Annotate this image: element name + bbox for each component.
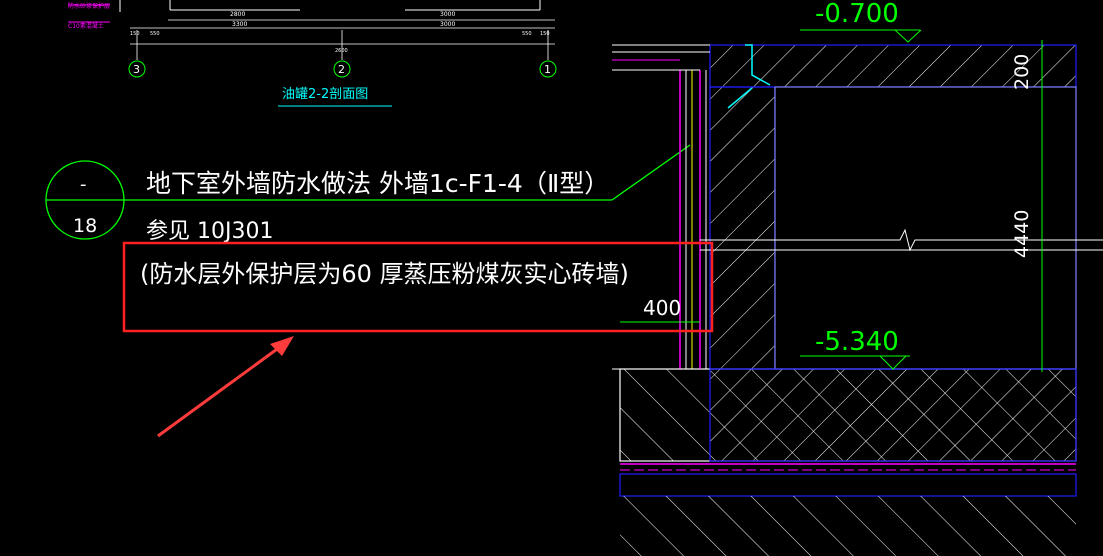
note-block: 地下室外墙防水做法 外墙1c-F1-4 （Ⅱ型） 参见 10J301 (防水层外… [140, 169, 629, 288]
legend-item-2: C10素混凝土 [68, 22, 104, 30]
legend-item-1: 防水砂浆保护层 [68, 2, 110, 10]
dim-total: 2600 [335, 48, 348, 54]
elev-top: -0.700 [815, 0, 899, 29]
axis-label-1: 1 [544, 63, 551, 76]
note-line-1-suffix: （Ⅱ型） [522, 169, 609, 198]
dim-mid-4: 3000 [440, 21, 455, 28]
dim-4440: 4440 [1011, 210, 1033, 258]
axis-label-3: 3 [133, 63, 140, 76]
note-line-2: 参见 10J301 [146, 219, 273, 244]
note-line-1: 地下室外墙防水做法 外墙1c-F1-4 [146, 169, 523, 198]
note-line-3: (防水层外保护层为60 厚蒸压粉煤灰实心砖墙) [140, 260, 629, 288]
elev-bottom: -5.340 [815, 327, 899, 357]
dim-400: 400 [643, 296, 681, 320]
index-symbol: - 18 [45, 144, 691, 240]
dim-upper-2: 3000 [440, 11, 455, 18]
highlight-box [122, 241, 714, 333]
dim-mid-2: 550 [150, 31, 160, 37]
dim-upper-1: 2800 [230, 11, 245, 18]
annotation-arrow [157, 336, 294, 438]
wall-section [612, 40, 1103, 556]
plan-fragment: 防水砂浆保护层 C10素混凝土 2800 3000 150 550 3300 3… [68, 0, 557, 107]
dim-mid-3: 3300 [232, 21, 247, 28]
dim-200: 200 [1011, 54, 1033, 90]
dim-mid-1: 150 [130, 31, 140, 37]
section-title: 油罐2-2剖面图 [282, 87, 368, 102]
dim-mid-5: 550 [522, 31, 532, 37]
index-top: - [80, 174, 87, 195]
section-labels: -0.700 -5.340 200 4440 400 [620, 0, 1033, 370]
axis-label-2: 2 [338, 63, 345, 76]
index-bottom: 18 [73, 215, 97, 237]
dim-mid-6: 150 [540, 31, 550, 37]
